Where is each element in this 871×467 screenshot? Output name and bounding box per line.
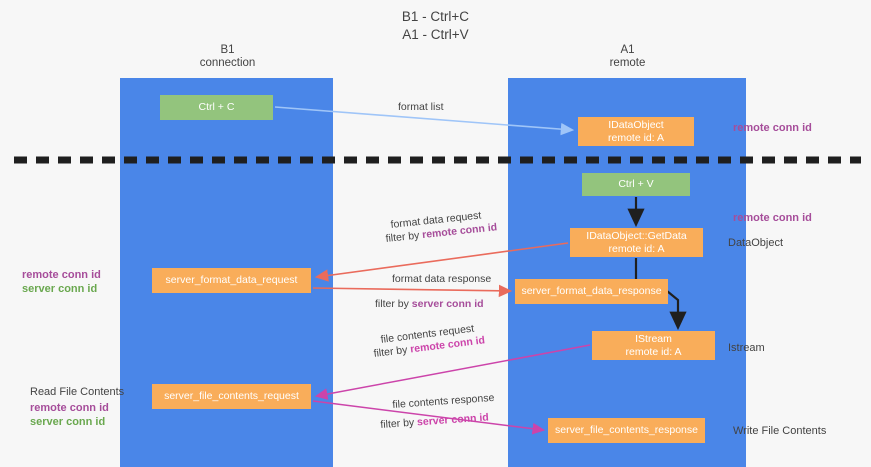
box-getdata-line2: remote id: A	[608, 242, 665, 255]
column-header-b1-sub: connection	[199, 57, 256, 69]
filter-prefix: filter by	[385, 229, 423, 245]
box-ctrl-v-label: Ctrl + V	[618, 178, 654, 191]
box-idataobject-line1: IDataObject	[608, 119, 664, 131]
title-line-2: A1 - Ctrl+V	[402, 27, 469, 42]
edge-label-format-list: format list	[398, 101, 444, 114]
edge-format-list	[274, 106, 575, 136]
edge-file-contents-response	[312, 400, 546, 435]
annotation-dataobject: DataObject	[728, 236, 783, 250]
annotation-remote-conn-id-top-text: remote conn id	[733, 122, 812, 134]
box-idataobject-getdata[interactable]: IDataObject::GetData remote id: A	[570, 228, 703, 257]
annotation-left-remote-conn-id: remote conn id	[22, 269, 101, 281]
annotation-write-file-contents-text: Write File Contents	[733, 425, 827, 437]
annotation-istream-text: Istream	[728, 342, 765, 354]
annotation-read-file-contents-text: Read File Contents	[30, 386, 125, 398]
page-title: B1 - Ctrl+C A1 - Ctrl+V	[0, 8, 871, 44]
box-server-format-data-request[interactable]: server_format_data_request	[152, 268, 311, 293]
column-header-a1: A1 remote	[530, 44, 725, 70]
annotation-left-conn-ids-bottom: remote conn id server conn id	[30, 401, 109, 429]
filter-prefix: filter by	[375, 298, 412, 310]
column-header-a1-sub: remote	[609, 57, 646, 69]
box-istream[interactable]: IStream remote id: A	[592, 331, 715, 360]
column-header-b1: B1 connection	[140, 44, 315, 70]
filter-key-server-conn-id: server conn id	[411, 298, 484, 310]
edge-file-contents-request	[314, 344, 591, 400]
box-ctrl-c[interactable]: Ctrl + C	[160, 95, 273, 120]
edge-format-data-request	[314, 242, 569, 282]
annotation-remote-conn-id-mid: remote conn id	[733, 211, 812, 225]
box-server-file-contents-response[interactable]: server_file_contents_response	[548, 418, 705, 443]
annotation-remote-conn-id-top: remote conn id	[733, 121, 812, 135]
edge-label-format-data-response-filter: filter by server conn id	[375, 298, 484, 311]
annotation-write-file-contents: Write File Contents	[733, 424, 826, 438]
box-server-file-contents-response-label: server_file_contents_response	[554, 424, 698, 437]
filter-prefix: filter by	[380, 416, 418, 431]
column-header-a1-name: A1	[620, 44, 635, 56]
annotation-read-file-contents: Read File Contents	[30, 385, 124, 399]
title-line-1: B1 - Ctrl+C	[401, 9, 470, 24]
annotation-left-server-conn-id-2: server conn id	[30, 416, 106, 428]
box-server-file-contents-request-label: server_file_contents_request	[164, 390, 299, 403]
edge-label-format-data-response-text: format data response	[392, 273, 492, 285]
box-server-format-data-response[interactable]: server_format_data_response	[515, 279, 668, 304]
edge-label-format-list-text: format list	[398, 101, 444, 113]
edge-label-format-data-response: format data response	[392, 273, 491, 286]
annotation-left-remote-conn-id-2: remote conn id	[30, 402, 109, 414]
box-ctrl-c-label: Ctrl + C	[198, 101, 235, 114]
annotation-dataobject-text: DataObject	[728, 237, 784, 249]
edge-response-to-istream	[666, 290, 687, 331]
box-server-format-data-request-label: server_format_data_request	[165, 274, 298, 287]
box-idataobject[interactable]: IDataObject remote id: A	[578, 117, 694, 146]
edge-format-data-response	[312, 284, 513, 298]
box-istream-line1: IStream	[635, 333, 672, 345]
column-header-b1-name: B1	[220, 44, 235, 56]
box-idataobject-line2: remote id: A	[607, 131, 665, 144]
box-ctrl-v[interactable]: Ctrl + V	[582, 173, 690, 196]
annotation-istream: Istream	[728, 341, 765, 355]
box-getdata-line1: IDataObject::GetData	[586, 230, 687, 242]
annotation-remote-conn-id-mid-text: remote conn id	[733, 212, 812, 224]
box-istream-line2: remote id: A	[625, 345, 682, 358]
box-server-format-data-response-label: server_format_data_response	[521, 285, 662, 298]
annotation-left-conn-ids-top: remote conn id server conn id	[22, 268, 101, 296]
box-server-file-contents-request[interactable]: server_file_contents_request	[152, 384, 311, 409]
annotation-left-server-conn-id: server conn id	[22, 283, 98, 295]
